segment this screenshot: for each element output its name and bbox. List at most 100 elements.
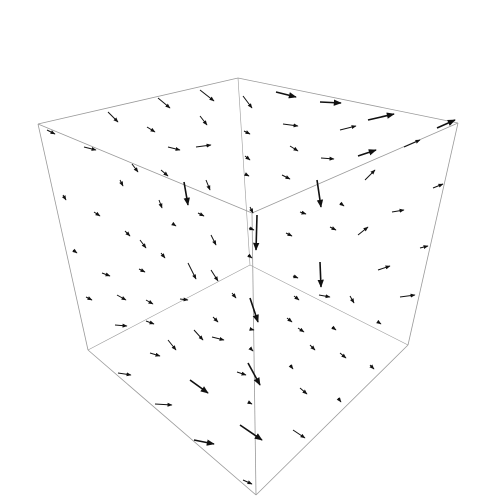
cube-edge	[87, 264, 251, 351]
vector-arrow	[293, 295, 300, 301]
vector-arrow	[247, 362, 261, 386]
vector-arrow	[167, 146, 181, 151]
vector-arrow	[329, 226, 337, 231]
vector-arrow	[247, 253, 253, 259]
vector-arrow	[114, 323, 128, 328]
vector-arrow	[339, 352, 347, 359]
vector-arrow	[244, 172, 250, 177]
vector-arrow	[199, 89, 215, 102]
vector-arrow	[299, 387, 308, 395]
vector-arrow	[61, 194, 67, 201]
vector-arrow	[183, 181, 190, 206]
vector-arrow	[236, 371, 247, 376]
vector-arrow	[349, 295, 355, 304]
vector-arrow	[107, 111, 119, 123]
vector-arrow	[357, 226, 369, 236]
vector-arrows	[46, 89, 456, 485]
vector-arrow	[403, 139, 421, 148]
vector-arrow	[116, 294, 127, 301]
vector-arrow	[319, 99, 342, 106]
vector-arrow	[210, 269, 219, 282]
vector-arrow	[171, 221, 177, 227]
vector-arrow	[119, 179, 124, 187]
vector-arrow	[83, 146, 97, 151]
vector-arrow	[288, 364, 294, 370]
vector-arrow	[243, 130, 251, 135]
vector-arrow	[285, 232, 293, 237]
vector-arrow	[139, 239, 147, 249]
vector-arrow	[239, 424, 263, 441]
cube-edge	[237, 77, 251, 266]
vector-arrow	[149, 352, 161, 357]
vector-arrow	[197, 212, 205, 217]
vector-arrow	[244, 155, 251, 161]
vector-arrow	[339, 125, 357, 131]
vector-arrow	[242, 479, 253, 485]
vector-arrow	[286, 317, 293, 323]
vector-arrow	[154, 402, 173, 407]
cube-edge	[407, 122, 459, 346]
vector-arrow	[193, 439, 215, 446]
vector-arrow	[281, 174, 291, 180]
vector-arrow	[211, 336, 225, 341]
vector-arrow	[320, 156, 335, 161]
cube-edge	[237, 77, 459, 124]
cube-edge	[255, 344, 409, 496]
vector-arrow	[179, 297, 189, 302]
vector-arrow	[357, 149, 377, 157]
vector-arrow	[249, 206, 254, 214]
cube-edge	[251, 122, 459, 214]
vector-arrow	[247, 400, 253, 405]
vector-arrow	[189, 379, 209, 394]
cube-edge	[37, 123, 89, 351]
vector-arrow	[248, 226, 255, 231]
vector-arrow	[297, 327, 305, 333]
vector-arrow	[309, 344, 316, 351]
vector-arrow	[336, 397, 342, 403]
cube-edge	[37, 123, 253, 214]
vector-arrow	[131, 163, 139, 173]
vector-arrow	[376, 319, 382, 325]
vector-arrow	[317, 261, 324, 288]
vector-arrow	[318, 294, 331, 299]
vector-arrow	[299, 210, 307, 215]
vector-arrow	[199, 115, 208, 126]
vector-arrow	[292, 429, 306, 439]
vector-arrow	[210, 234, 217, 246]
vector-arrow	[187, 262, 197, 280]
vector-arrow	[253, 214, 260, 251]
vector-arrow	[205, 179, 211, 191]
vector-arrow	[93, 211, 101, 217]
vector-arrow	[138, 268, 146, 273]
vector-arrow	[391, 208, 405, 213]
vector-arrow	[212, 316, 219, 323]
vector-arrow	[231, 292, 237, 299]
vector-arrow	[369, 364, 375, 370]
vector-arrow	[72, 248, 78, 254]
vector-arrow	[85, 296, 93, 301]
vector-arrow	[292, 274, 299, 279]
vector-arrow	[432, 183, 444, 189]
vector-arrow	[282, 123, 299, 128]
vector-arrow	[289, 145, 299, 152]
cube-edge	[87, 349, 257, 496]
vector-arrow	[364, 169, 376, 181]
vector-arrow	[339, 201, 345, 207]
vector-arrow	[193, 329, 204, 341]
vector-arrow	[249, 326, 255, 331]
bounding-box	[37, 77, 459, 496]
vector-arrow	[160, 252, 166, 259]
vector-arrow	[248, 346, 254, 352]
vector-arrow	[331, 325, 337, 331]
vector-arrow	[167, 339, 177, 351]
vector-arrow	[399, 293, 416, 298]
vector-arrow	[419, 245, 429, 250]
vector-arrow	[158, 199, 163, 209]
vector-arrow	[316, 179, 324, 208]
vector-arrow	[157, 97, 171, 109]
vector-arrow	[367, 112, 395, 121]
vector-arrow	[145, 320, 155, 325]
vector-arrow	[436, 119, 456, 129]
